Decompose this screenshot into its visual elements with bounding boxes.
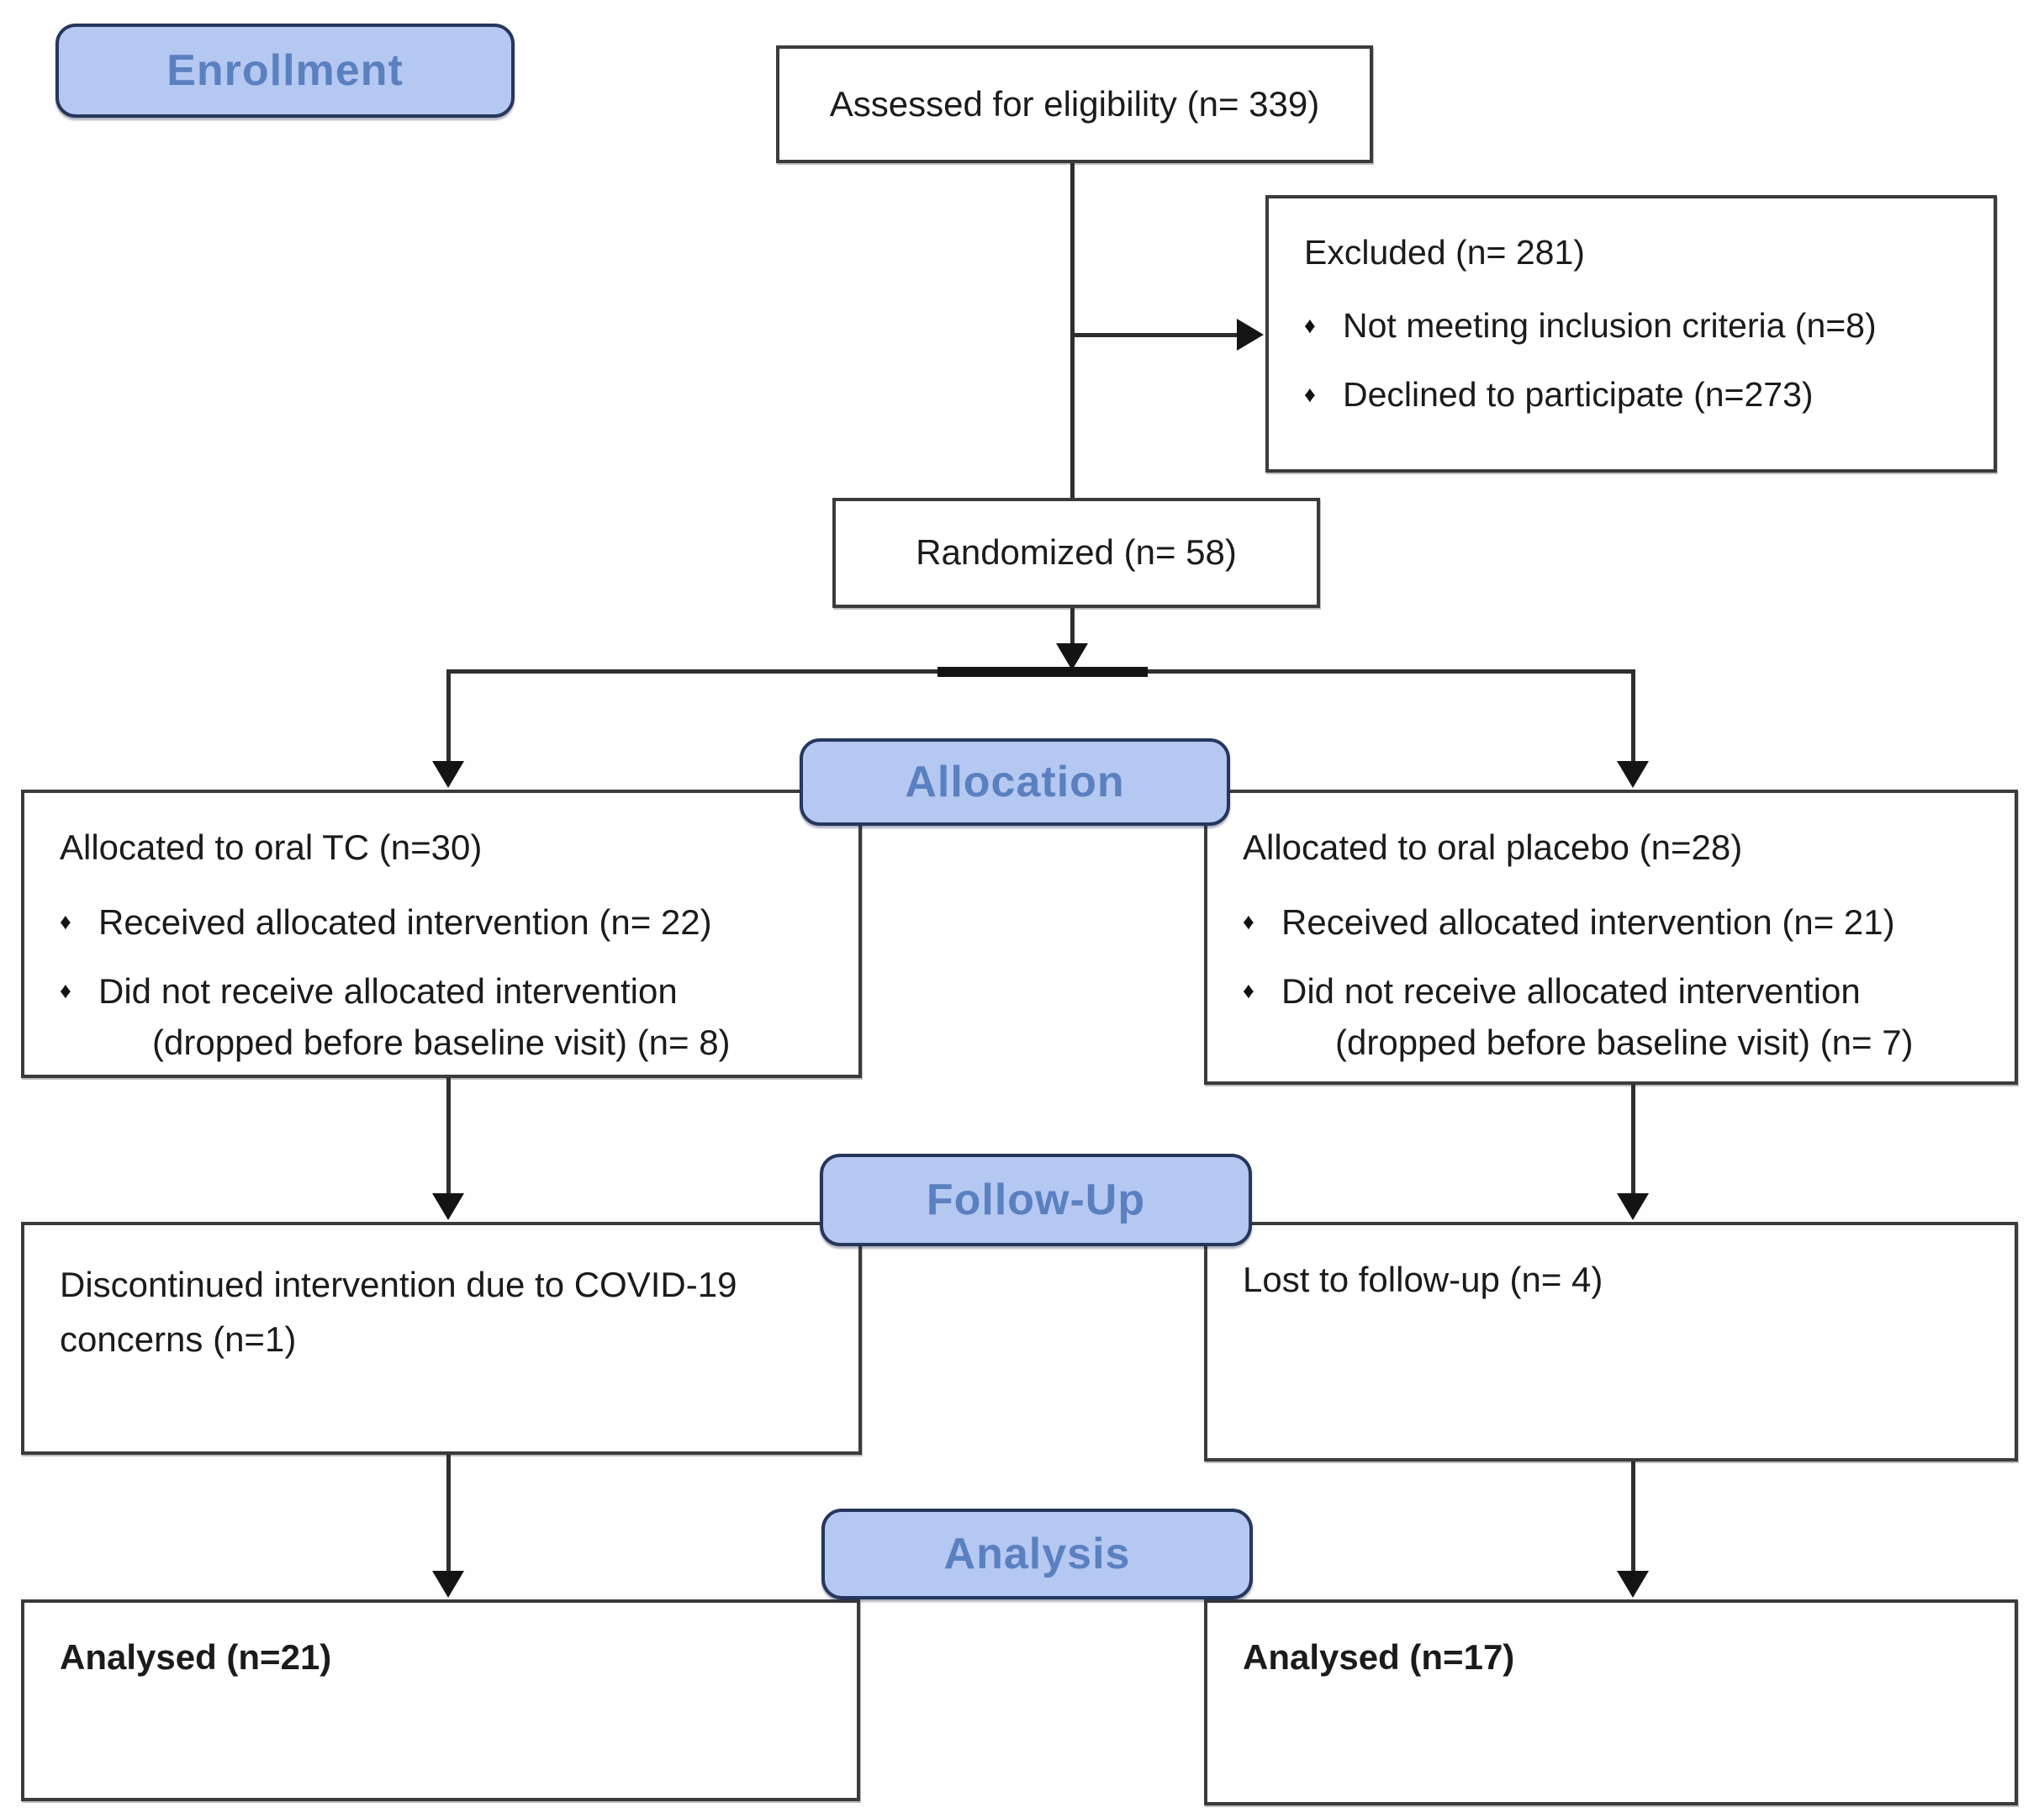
randomized-text: Randomized (n= 58) xyxy=(916,532,1237,573)
enrollment-stage-badge: Enrollment xyxy=(55,24,515,118)
allocation-stage-label: Allocation xyxy=(905,758,1125,806)
excluded-bullet-1-text: Not meeting inclusion criteria (n=8) xyxy=(1343,306,1877,346)
arrowhead-into-alloc-right-icon xyxy=(1617,761,1649,788)
analysis-stage-badge: Analysis xyxy=(821,1509,1253,1599)
assessed-box: Assessed for eligibility (n= 339) xyxy=(776,45,1373,163)
diamond-bullet-icon: ♦ xyxy=(1243,978,1254,1004)
allocation-left-bullet-2-continuation: (dropped before baseline visit) (n= 8) xyxy=(152,1022,731,1062)
enrollment-stage-label: Enrollment xyxy=(166,46,404,95)
analysis-right-box: Analysed (n=17) xyxy=(1204,1599,2018,1805)
connector-allocation-branch-thick-segment xyxy=(937,667,1148,677)
followup-left-text: Discontinued intervention due to COVID-1… xyxy=(60,1265,737,1360)
analysis-stage-label: Analysis xyxy=(943,1530,1131,1578)
analysis-right-text: Analysed (n=17) xyxy=(1243,1637,1515,1677)
excluded-bullet-2: ♦ Declined to participate (n=273) xyxy=(1304,373,1958,417)
connector-branch-to-alloc-right xyxy=(1631,669,1635,764)
followup-right-box: Lost to follow-up (n= 4) xyxy=(1204,1222,2018,1462)
connector-followup-left-to-analysis xyxy=(446,1455,451,1572)
connector-alloc-right-to-followup xyxy=(1631,1084,1635,1195)
allocation-left-title: Allocated to oral TC (n=30) xyxy=(60,827,483,867)
diamond-bullet-icon: ♦ xyxy=(60,978,71,1004)
allocation-left-bullet-2: ♦ Did not receive allocated intervention xyxy=(60,969,823,1015)
excluded-title: Excluded (n= 281) xyxy=(1304,233,1585,272)
diamond-bullet-icon: ♦ xyxy=(1304,313,1316,339)
assessed-text: Assessed for eligibility (n= 339) xyxy=(829,83,1320,124)
arrowhead-into-alloc-left-icon xyxy=(432,761,464,788)
randomized-box: Randomized (n= 58) xyxy=(832,498,1320,608)
diamond-bullet-icon: ♦ xyxy=(60,908,71,934)
analysis-left-text: Analysed (n=21) xyxy=(60,1637,332,1677)
connector-alloc-left-to-followup xyxy=(446,1077,451,1195)
diamond-bullet-icon: ♦ xyxy=(1304,381,1316,407)
followup-left-box: Discontinued intervention due to COVID-1… xyxy=(21,1222,862,1455)
connector-followup-right-to-analysis xyxy=(1631,1462,1635,1572)
analysis-left-box: Analysed (n=21) xyxy=(21,1599,860,1801)
allocation-left-bullet-1-text: Received allocated intervention (n= 22) xyxy=(98,901,712,942)
allocation-left-box: Allocated to oral TC (n=30) ♦ Received a… xyxy=(21,790,862,1078)
followup-right-text: Lost to follow-up (n= 4) xyxy=(1243,1260,1603,1299)
followup-stage-badge: Follow-Up xyxy=(820,1154,1252,1246)
followup-stage-label: Follow-Up xyxy=(926,1176,1146,1224)
allocation-right-bullet-1-text: Received allocated intervention (n= 21) xyxy=(1281,901,1895,942)
excluded-bullet-2-text: Declined to participate (n=273) xyxy=(1343,374,1814,414)
allocation-right-bullet-2: ♦ Did not receive allocated intervention xyxy=(1243,969,1979,1015)
arrowhead-into-analysis-right-icon xyxy=(1617,1571,1649,1598)
allocation-right-bullet-2-text: Did not receive allocated intervention xyxy=(1281,971,1861,1012)
excluded-bullet-1: ♦ Not meeting inclusion criteria (n=8) xyxy=(1304,304,1958,348)
allocation-left-bullet-2-text: Did not receive allocated intervention xyxy=(98,971,678,1012)
connector-branch-to-alloc-left xyxy=(446,669,451,764)
diamond-bullet-icon: ♦ xyxy=(1243,908,1254,934)
arrowhead-into-followup-right-icon xyxy=(1617,1193,1649,1220)
excluded-box: Excluded (n= 281) ♦ Not meeting inclusio… xyxy=(1265,195,1997,473)
connector-branch-to-excluded xyxy=(1072,333,1240,337)
allocation-stage-badge: Allocation xyxy=(800,738,1230,826)
allocation-right-box: Allocated to oral placebo (n=28) ♦ Recei… xyxy=(1204,790,2018,1085)
connector-assessed-to-randomized xyxy=(1070,163,1075,498)
allocation-right-title: Allocated to oral placebo (n=28) xyxy=(1243,827,1743,867)
arrowhead-into-analysis-left-icon xyxy=(432,1571,464,1598)
allocation-left-bullet-1: ♦ Received allocated intervention (n= 22… xyxy=(60,900,823,946)
connector-randomized-to-branch xyxy=(1070,608,1075,646)
arrowhead-into-excluded-icon xyxy=(1237,319,1264,351)
allocation-right-bullet-1: ♦ Received allocated intervention (n= 21… xyxy=(1243,900,1979,946)
arrowhead-into-followup-left-icon xyxy=(432,1193,464,1220)
allocation-right-bullet-2-continuation: (dropped before baseline visit) (n= 7) xyxy=(1335,1022,1914,1062)
arrowhead-into-branch-icon xyxy=(1056,643,1088,670)
